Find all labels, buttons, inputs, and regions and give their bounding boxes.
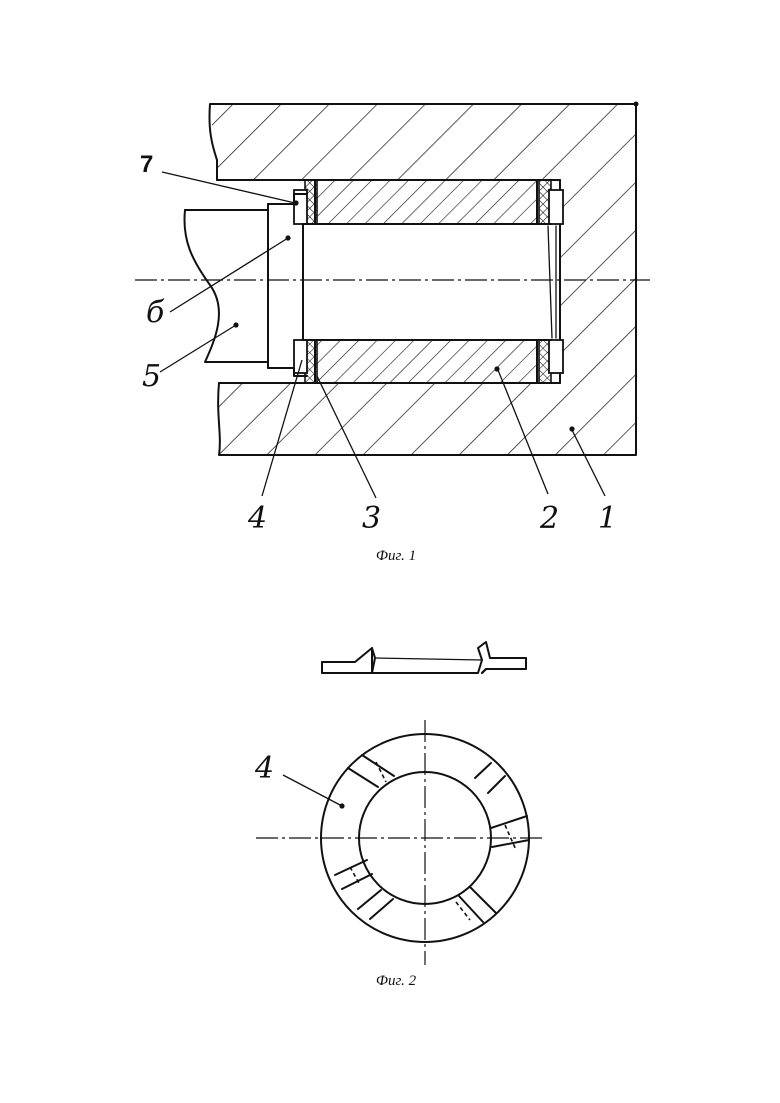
sleeve-2 [315,180,537,383]
label-2: 2 [539,501,559,536]
washer-side-view [322,642,526,673]
label-7: 7 [140,151,153,178]
label-5: 5 [142,359,161,394]
label-4: 4 [247,501,267,536]
label-4-fig2: 4 [254,751,274,786]
housing-1 [209,102,638,456]
label-1: 1 [598,501,617,536]
figure-1-caption: Фиг. 1 [376,548,416,564]
label-3: 3 [362,501,381,536]
figure-1: 7 б 5 4 3 2 1 Фиг. 1 [135,102,650,565]
label-6: б [146,295,165,330]
figure-2-caption: Фиг. 2 [376,973,417,989]
figure-2: 4 Фиг. 2 [254,642,545,989]
shaft-5 [184,204,268,368]
washer-top-view [256,720,545,965]
